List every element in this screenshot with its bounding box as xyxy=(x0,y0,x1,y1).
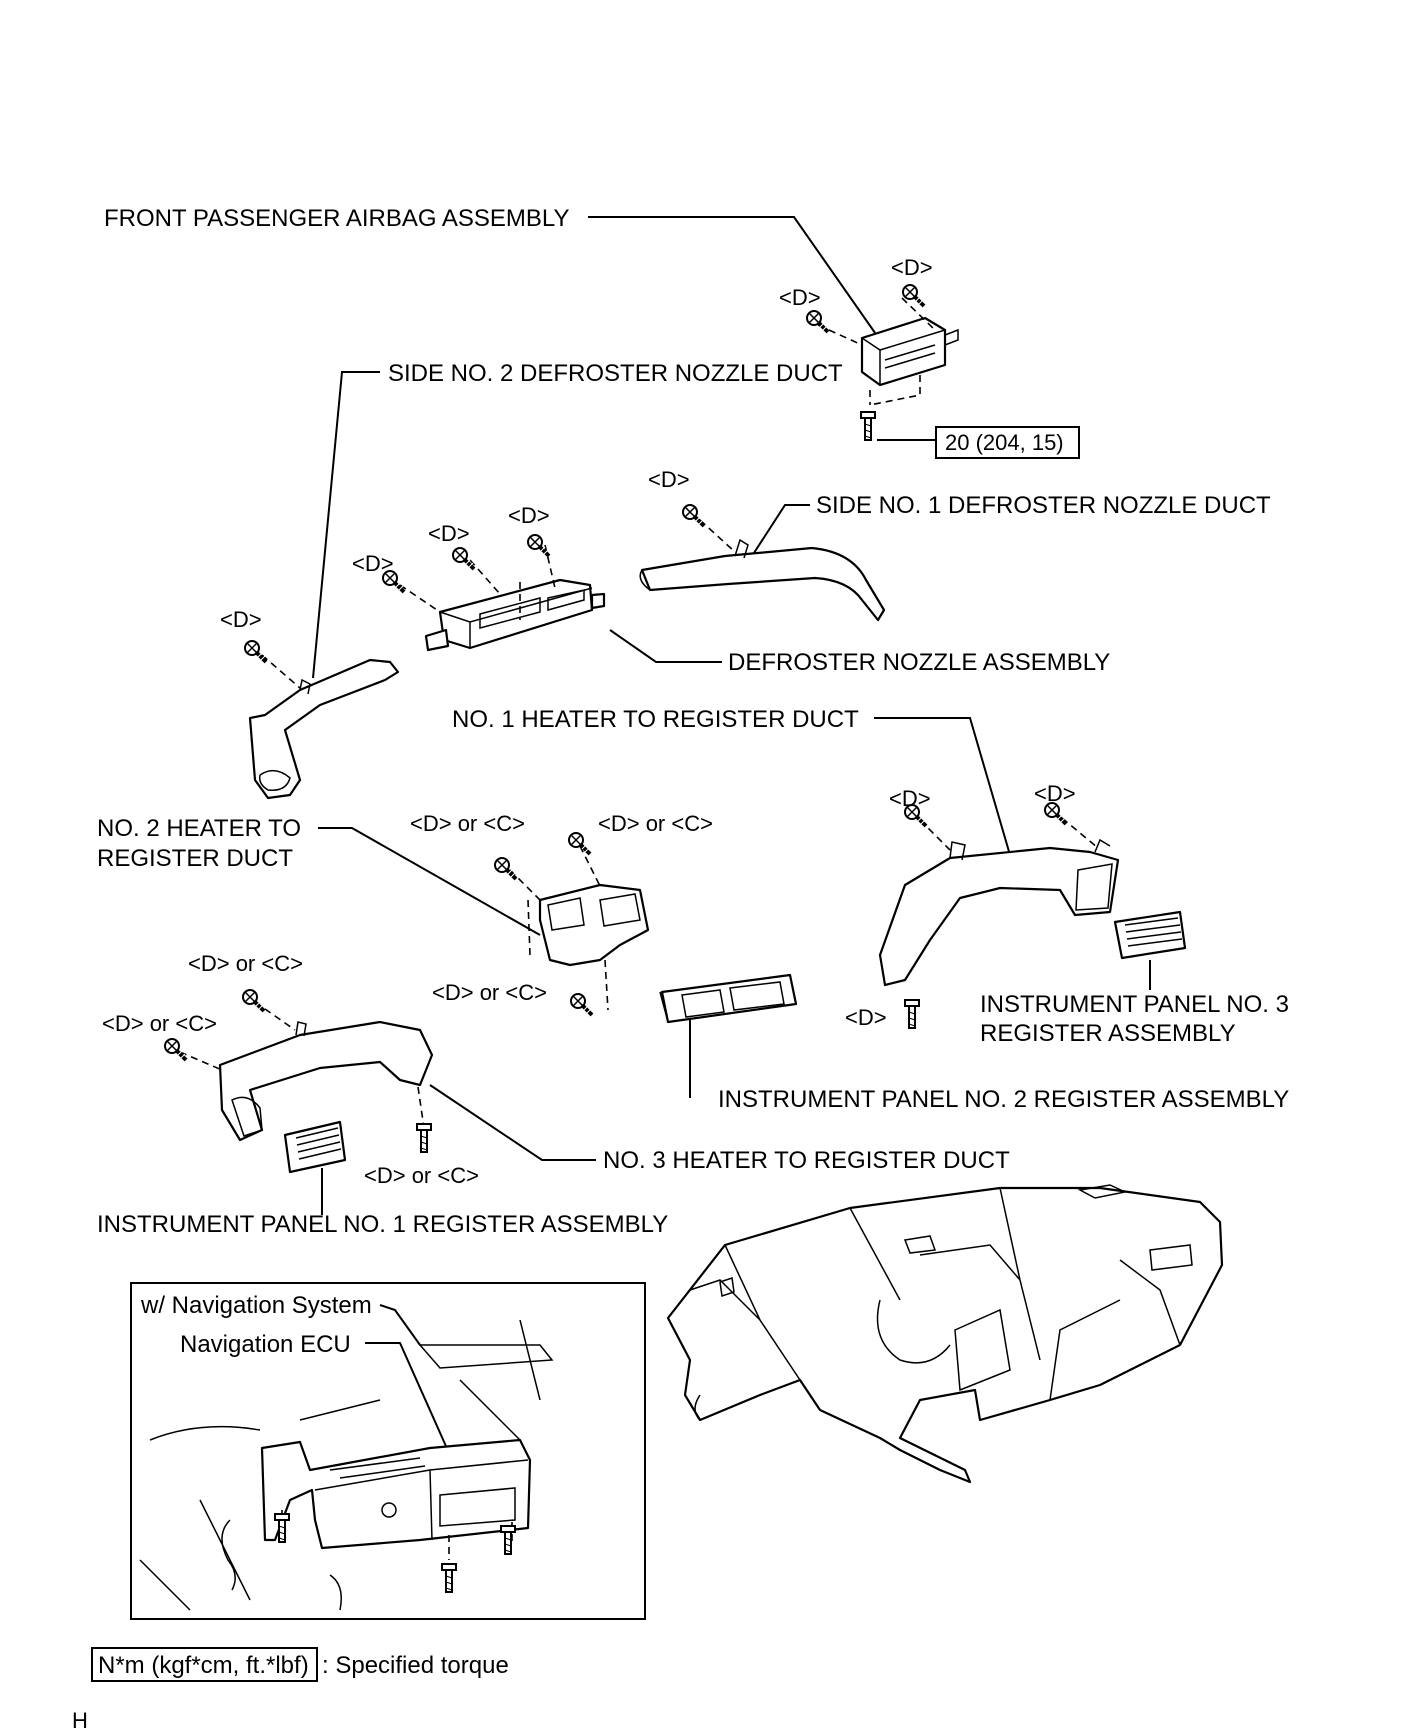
fastener-tag: <D> xyxy=(779,285,821,310)
no1-heater-to-register-duct xyxy=(878,817,1120,987)
inset-title: w/ Navigation System xyxy=(140,1292,372,1319)
screw-icon xyxy=(243,639,268,664)
fastener-tag: <D> xyxy=(508,503,550,528)
screw-icon xyxy=(451,546,476,571)
screw-icon xyxy=(1043,801,1068,826)
no3-heater-to-register-duct xyxy=(179,1001,434,1142)
label-side-no2-defroster: SIDE NO. 2 DEFROSTER NOZZLE DUCT xyxy=(388,360,843,387)
instrument-panel-no1-register-assembly xyxy=(283,1120,347,1174)
front-passenger-airbag-assembly xyxy=(817,297,959,406)
screw-icon xyxy=(567,831,592,856)
fastener-tag: <D> or <C> xyxy=(410,811,525,836)
bolt-icon xyxy=(860,411,876,441)
screw-icon xyxy=(381,569,406,594)
screw-icon xyxy=(163,1037,188,1062)
instrument-panel-illustration xyxy=(666,1184,1224,1484)
screw-icon xyxy=(493,856,518,881)
fastener-tag: <D> or <C> xyxy=(432,980,547,1005)
label-defroster-nozzle: DEFROSTER NOZZLE ASSEMBLY xyxy=(728,649,1110,676)
inset-ecu-label: Navigation ECU xyxy=(180,1331,351,1358)
navigation-inset-illustration xyxy=(139,1304,554,1611)
leader-lines xyxy=(312,216,1151,1215)
torque-legend-description: : Specified torque xyxy=(322,1652,509,1679)
fastener-tag: <D> or <C> xyxy=(188,951,303,976)
side-no2-defroster-nozzle-duct xyxy=(248,654,400,800)
defroster-nozzle-assembly xyxy=(399,544,606,652)
no2-heater-to-register-duct xyxy=(509,845,650,1011)
label-front-passenger-airbag: FRONT PASSENGER AIRBAG ASSEMBLY xyxy=(104,205,569,232)
label-no2-heater-duct-line2: REGISTER DUCT xyxy=(97,845,293,872)
torque-unit-label: N*m (kgf*cm, ft.*lbf) xyxy=(98,1652,309,1679)
screw-icon xyxy=(569,992,594,1017)
label-ip-no1-register: INSTRUMENT PANEL NO. 1 REGISTER ASSEMBLY xyxy=(97,1211,668,1238)
screw-icon xyxy=(805,309,830,334)
label-side-no1-defroster: SIDE NO. 1 DEFROSTER NOZZLE DUCT xyxy=(816,492,1271,519)
instrument-panel-no2-register-assembly xyxy=(659,973,798,1024)
screw-icon xyxy=(681,503,706,528)
fastener-tag: <D> xyxy=(428,521,470,546)
fastener-tag: <D> xyxy=(891,255,933,280)
fastener-tag: <D> xyxy=(648,467,690,492)
bolt-icon xyxy=(416,1123,432,1153)
fastener-tag: <D> xyxy=(220,607,262,632)
fastener-tag: <D> or <C> xyxy=(102,1011,217,1036)
screw-icon xyxy=(241,988,266,1013)
navigation-inset-frame xyxy=(130,1282,646,1620)
label-no2-heater-duct-line1: NO. 2 HEATER TO xyxy=(97,815,301,842)
page-marker: H xyxy=(72,1708,88,1733)
torque-spec-box xyxy=(935,426,1080,459)
torque-value: 20 (204, 15) xyxy=(945,430,1064,455)
side-no1-defroster-nozzle-duct xyxy=(639,519,886,622)
bolt-icon xyxy=(904,999,920,1029)
label-ip-no2-register: INSTRUMENT PANEL NO. 2 REGISTER ASSEMBLY xyxy=(718,1086,1289,1113)
label-ip-no3-register-line2: REGISTER ASSEMBLY xyxy=(980,1020,1236,1047)
torque-unit-box xyxy=(91,1647,318,1682)
instrument-panel-no3-register-assembly xyxy=(1113,910,1187,960)
fastener-tag: <D> xyxy=(845,1005,887,1030)
fastener-tag: <D> or <C> xyxy=(364,1163,479,1188)
label-ip-no3-register-line1: INSTRUMENT PANEL NO. 3 xyxy=(980,991,1289,1018)
label-no3-heater-duct: NO. 3 HEATER TO REGISTER DUCT xyxy=(603,1147,1010,1174)
fastener-tag: <D> or <C> xyxy=(598,811,713,836)
fastener-tag: <D> xyxy=(1034,781,1076,806)
label-no1-heater-duct: NO. 1 HEATER TO REGISTER DUCT xyxy=(452,706,859,733)
